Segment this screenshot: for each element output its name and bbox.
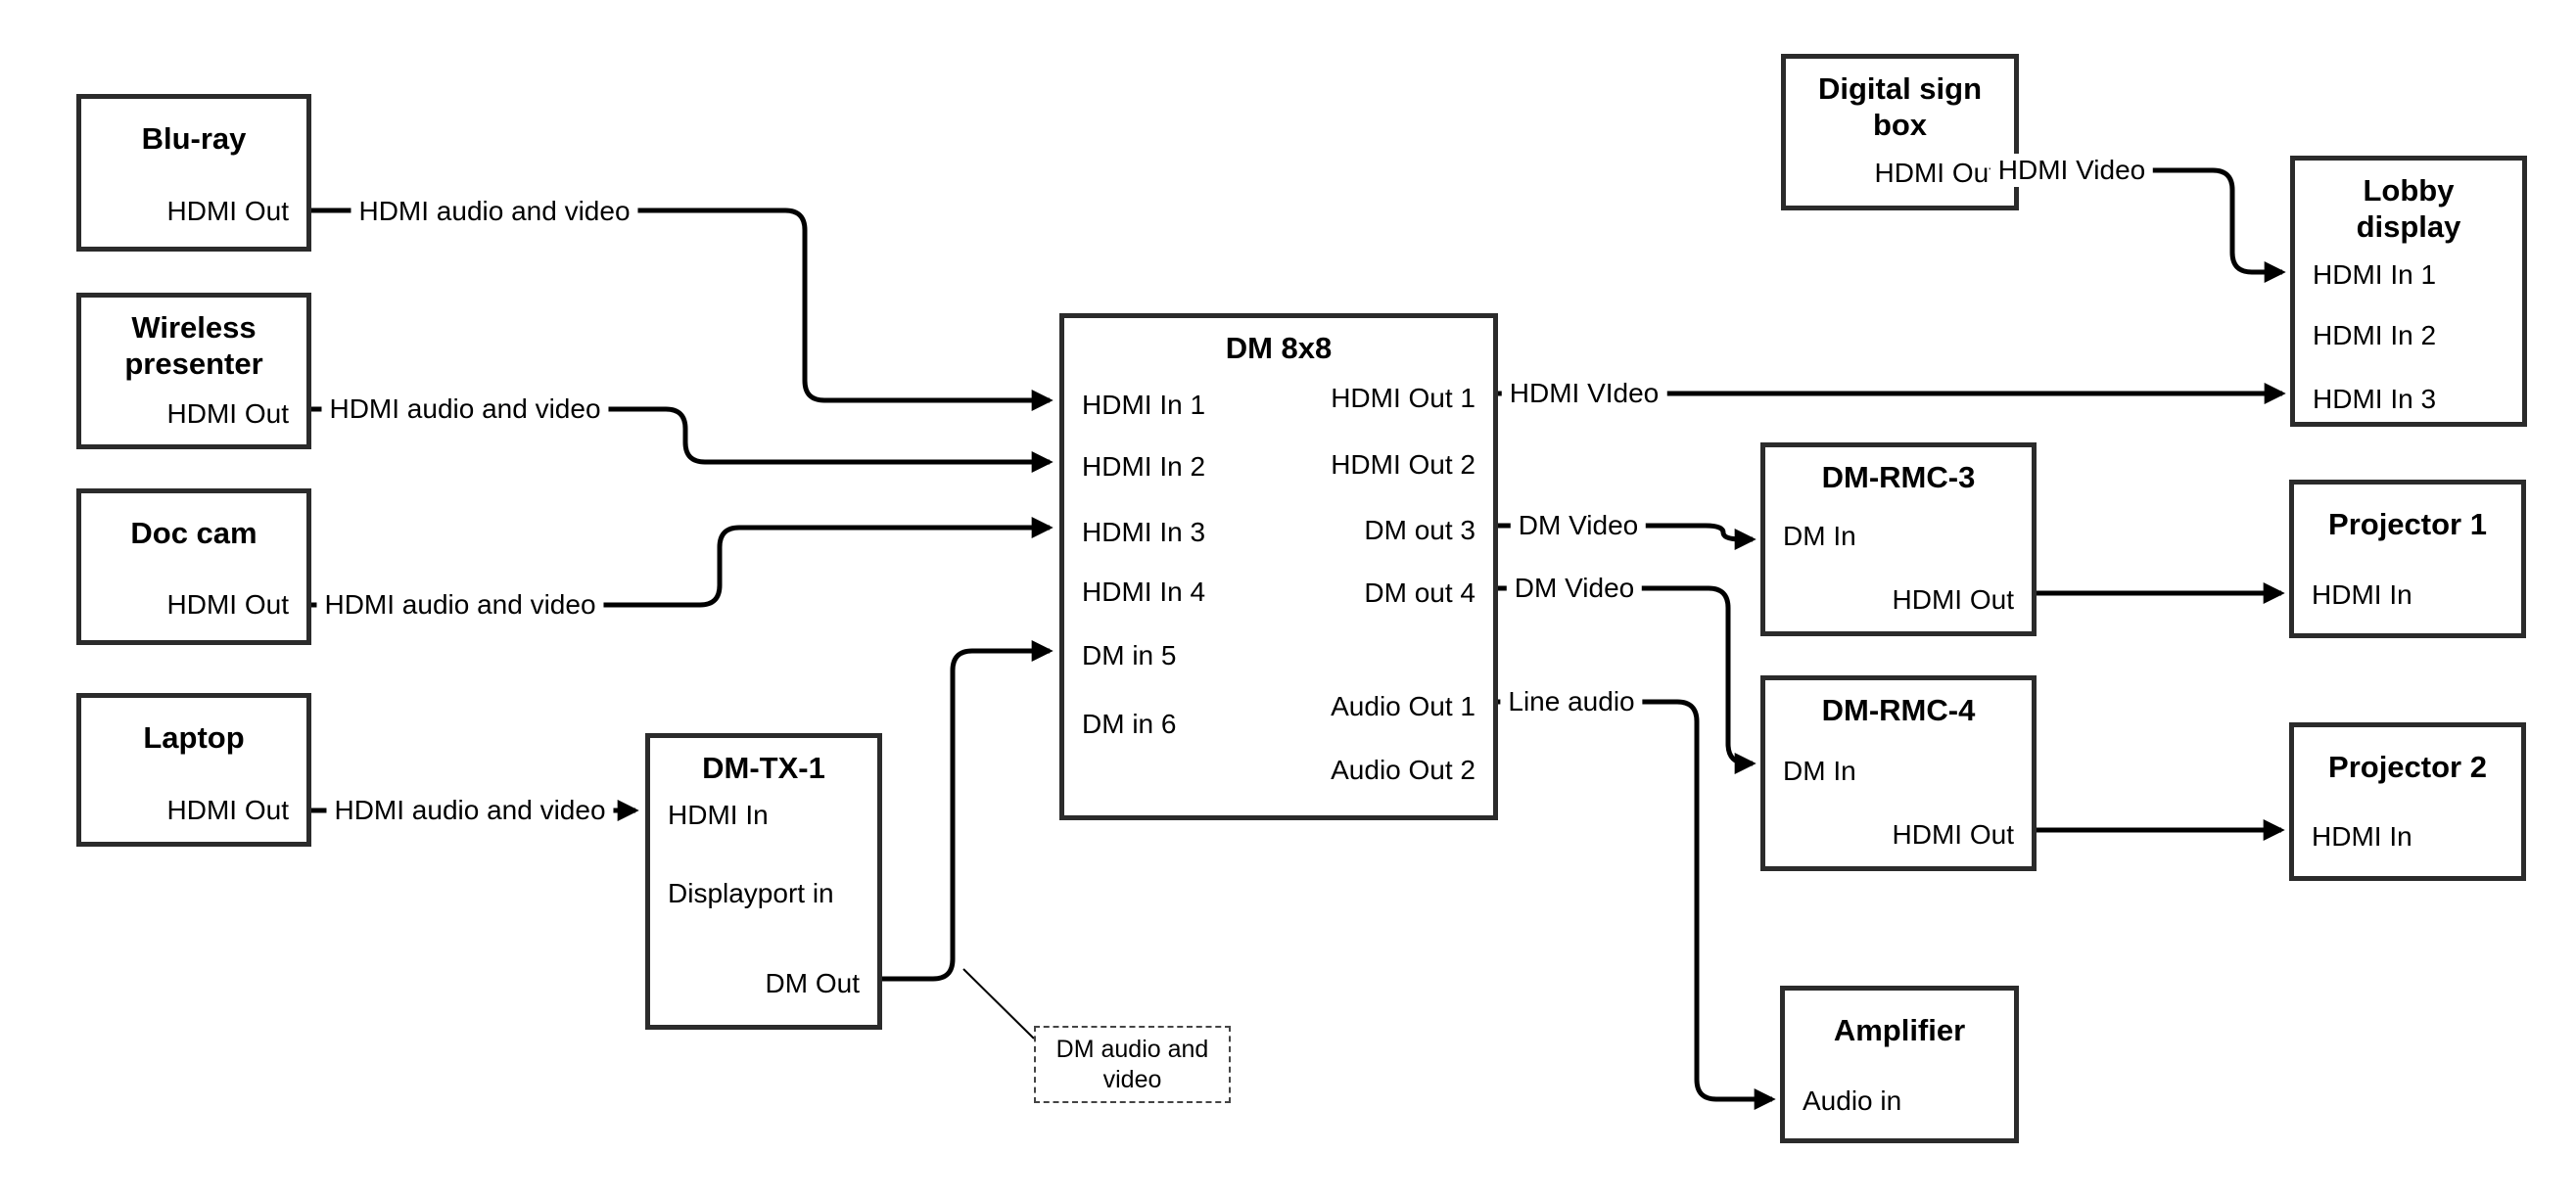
node-title: DM-RMC-3 bbox=[1821, 460, 1976, 494]
port-dm-out: DM Out bbox=[765, 968, 860, 998]
edge-digital-sign-to-lobby-hdmi-in-1[interactable] bbox=[2019, 167, 2286, 284]
port-dm-in: DM In bbox=[1783, 756, 1856, 786]
port-hdmi-in: HDMI In bbox=[2312, 579, 2412, 610]
port-hdmi-out: HDMI Out bbox=[1892, 584, 2014, 615]
port-dm-out-4: DM out 4 bbox=[1364, 577, 1475, 608]
note-text: DM audio and video bbox=[1055, 1035, 1209, 1093]
port-dm-in-5: DM in 5 bbox=[1082, 640, 1177, 670]
note-dm-audio-and-video[interactable]: DM audio and video bbox=[1034, 1026, 1231, 1103]
node-title: Projector 1 bbox=[2328, 507, 2487, 541]
node-title: Laptop bbox=[143, 720, 245, 755]
port-hdmi-in-1: HDMI In 1 bbox=[1082, 390, 1206, 420]
port-hdmi-out-1: HDMI Out 1 bbox=[1331, 383, 1475, 413]
node-amplifier[interactable]: Amplifier Audio in bbox=[1780, 986, 2019, 1143]
port-audio-in: Audio in bbox=[1803, 1086, 1902, 1116]
edge-label-hdmi-video: HDMI Video bbox=[1990, 154, 2154, 187]
port-hdmi-in-3: HDMI In 3 bbox=[2313, 384, 2437, 414]
edge-label-hdmi-audio-and-video: HDMI audio and video bbox=[316, 588, 604, 622]
edge-label-line-audio: Line audio bbox=[1500, 685, 1643, 718]
node-title: Lobby display bbox=[2356, 173, 2461, 244]
node-projector-1[interactable]: Projector 1 HDMI In bbox=[2289, 480, 2526, 638]
port-hdmi-out: HDMI Out bbox=[1892, 819, 2014, 850]
edge-doccam-to-dm8x8-hdmi-in-3[interactable] bbox=[311, 516, 1054, 608]
node-wireless-presenter[interactable]: Wireless presenter HDMI Out bbox=[76, 293, 311, 449]
edge-label-hdmi-audio-and-video: HDMI audio and video bbox=[321, 393, 609, 426]
node-title: Projector 2 bbox=[2328, 750, 2487, 784]
note-leader-line bbox=[962, 968, 1035, 1039]
edge-label-dm-video: DM Video bbox=[1510, 509, 1647, 542]
node-title: Digital sign box bbox=[1817, 71, 1983, 142]
port-hdmi-in: HDMI In bbox=[668, 800, 769, 830]
port-hdmi-out: HDMI Out bbox=[166, 589, 289, 620]
port-audio-out-2: Audio Out 2 bbox=[1331, 755, 1475, 785]
node-dm-tx-1[interactable]: DM-TX-1 HDMI In Displayport in DM Out bbox=[645, 733, 882, 1030]
port-hdmi-in-4: HDMI In 4 bbox=[1082, 577, 1206, 607]
node-title: Blu-ray bbox=[141, 121, 247, 156]
port-hdmi-out: HDMI Out bbox=[166, 795, 289, 825]
node-title: DM-TX-1 bbox=[702, 751, 825, 785]
edge-dm8x8-dm-out-4-to-dmrmc4-dm-in[interactable] bbox=[1498, 585, 1756, 775]
port-hdmi-in-2: HDMI In 2 bbox=[1082, 451, 1206, 482]
node-blu-ray[interactable]: Blu-ray HDMI Out bbox=[76, 94, 311, 252]
port-audio-out-1: Audio Out 1 bbox=[1331, 691, 1475, 721]
node-digital-sign-box[interactable]: Digital sign box HDMI Out bbox=[1781, 54, 2019, 210]
node-title: Doc cam bbox=[130, 516, 258, 550]
edge-label-hdmi-video: HDMI VIdeo bbox=[1501, 377, 1667, 410]
edge-label-hdmi-audio-and-video: HDMI audio and video bbox=[326, 794, 614, 827]
port-hdmi-in-3: HDMI In 3 bbox=[1082, 517, 1206, 547]
port-hdmi-out: HDMI Out bbox=[166, 196, 289, 226]
node-lobby-display[interactable]: Lobby display HDMI In 1 HDMI In 2 HDMI I… bbox=[2290, 156, 2527, 427]
port-displayport-in: Displayport in bbox=[668, 878, 834, 908]
edge-label-hdmi-audio-and-video: HDMI audio and video bbox=[351, 195, 638, 228]
port-hdmi-out: HDMI Out bbox=[1874, 158, 1996, 188]
port-dm-in: DM In bbox=[1783, 521, 1856, 551]
edge-dmtx1-dm-out-to-dm8x8-dm-in-5[interactable] bbox=[882, 639, 1054, 982]
port-dm-in-6: DM in 6 bbox=[1082, 709, 1177, 739]
node-title: DM-RMC-4 bbox=[1821, 693, 1976, 727]
node-laptop[interactable]: Laptop HDMI Out bbox=[76, 693, 311, 847]
node-doc-cam[interactable]: Doc cam HDMI Out bbox=[76, 488, 311, 645]
edge-bluray-to-dm8x8-hdmi-in-1[interactable] bbox=[311, 208, 1054, 412]
node-title: DM 8x8 bbox=[1225, 331, 1333, 365]
node-dm-rmc-3[interactable]: DM-RMC-3 DM In HDMI Out bbox=[1760, 442, 2037, 636]
node-title: Amplifier bbox=[1833, 1013, 1966, 1047]
node-projector-2[interactable]: Projector 2 HDMI In bbox=[2289, 722, 2526, 881]
edge-label-dm-video: DM Video bbox=[1506, 572, 1643, 605]
port-hdmi-out: HDMI Out bbox=[166, 398, 289, 429]
node-title: Wireless presenter bbox=[124, 310, 263, 381]
port-hdmi-in-1: HDMI In 1 bbox=[2313, 259, 2437, 290]
port-hdmi-in: HDMI In bbox=[2312, 821, 2412, 852]
edge-dm8x8-dm-out-3-to-dmrmc3-dm-in[interactable] bbox=[1498, 523, 1756, 551]
port-dm-out-3: DM out 3 bbox=[1364, 515, 1475, 545]
edge-dm8x8-audio-out-1-to-amplifier-audio-in[interactable] bbox=[1498, 699, 1776, 1111]
node-dm-8x8[interactable]: DM 8x8 HDMI In 1 HDMI In 2 HDMI In 3 HDM… bbox=[1059, 313, 1498, 820]
port-hdmi-in-2: HDMI In 2 bbox=[2313, 320, 2437, 350]
edge-wireless-to-dm8x8-hdmi-in-2[interactable] bbox=[311, 406, 1054, 474]
port-hdmi-out-2: HDMI Out 2 bbox=[1331, 449, 1475, 480]
node-dm-rmc-4[interactable]: DM-RMC-4 DM In HDMI Out bbox=[1760, 675, 2037, 871]
